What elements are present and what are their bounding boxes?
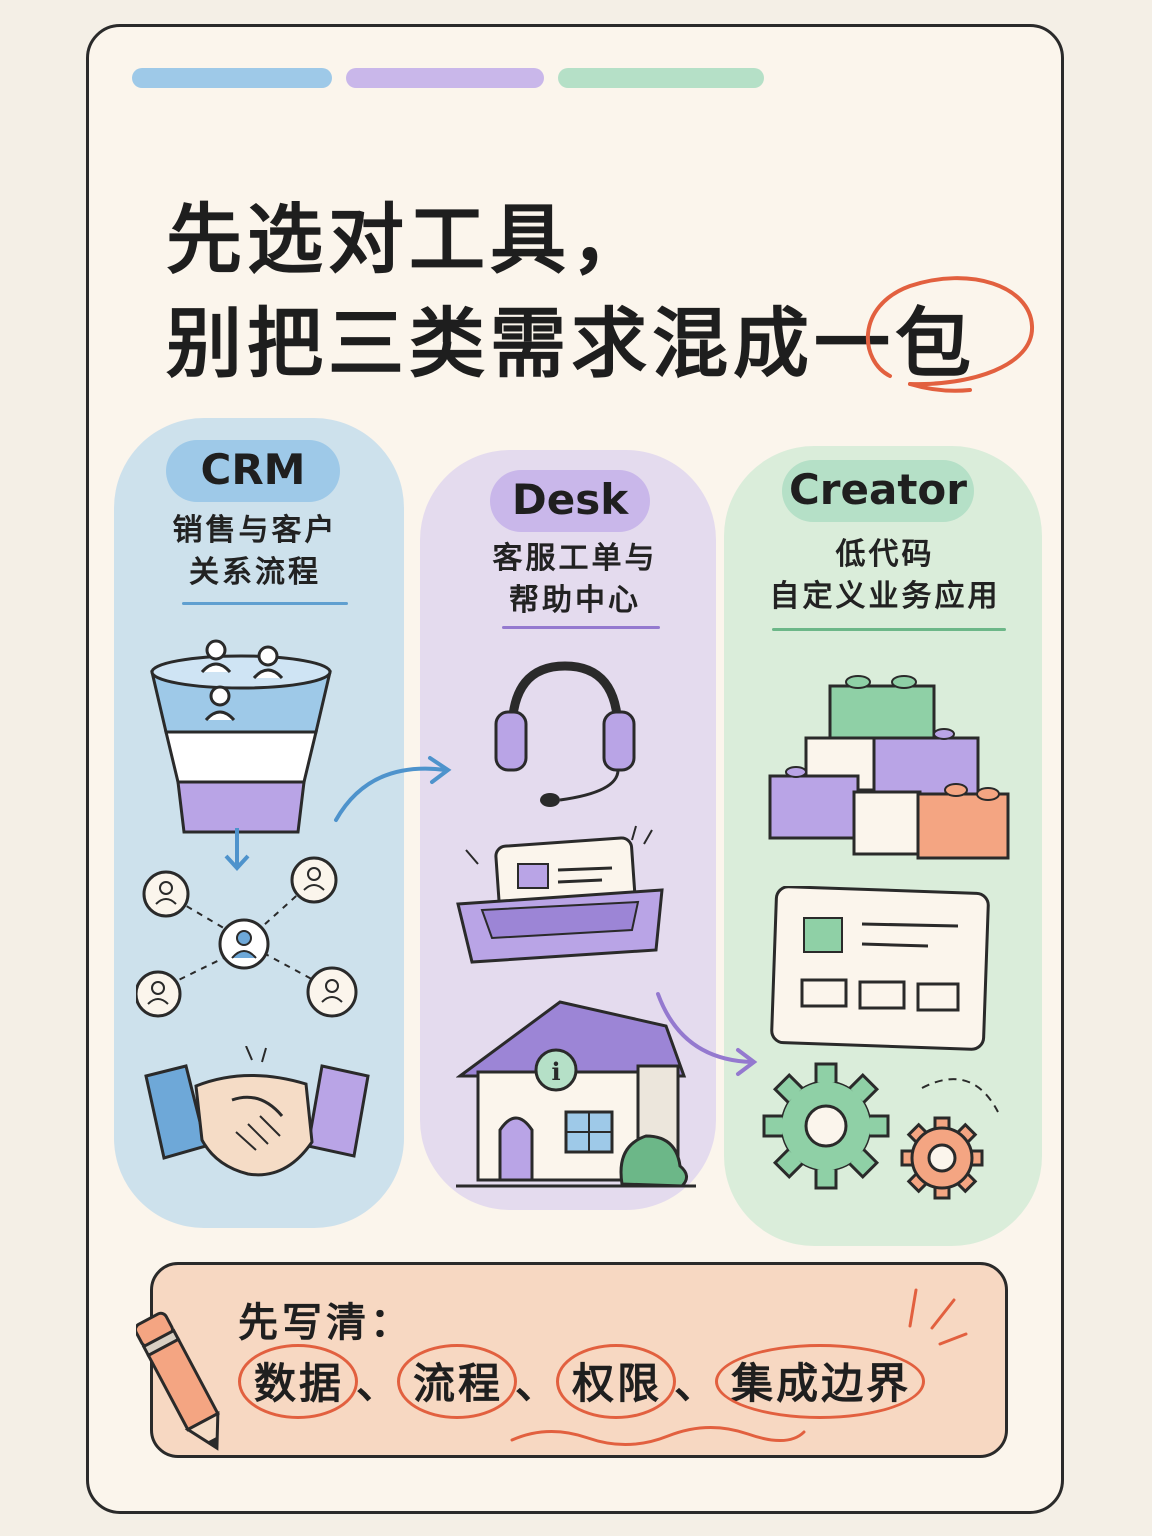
down-arrow-icon [224, 828, 250, 871]
people-network-icon [136, 856, 358, 1018]
crm-tag: CRM [166, 440, 340, 502]
creator-desc-line-1: 低代码 [835, 537, 935, 572]
desk-description: 客服工单与 帮助中心 [470, 538, 680, 622]
note-label: 先写清： [238, 1300, 414, 1346]
title-line-2: 别把三类需求混成一包 [166, 299, 976, 388]
desk-tag: Desk [490, 470, 650, 532]
desk-desc-line-2: 帮助中心 [509, 583, 641, 618]
color-bars [132, 68, 764, 88]
highlight-circle-icon [865, 276, 1035, 393]
pencil-icon [136, 1311, 220, 1451]
creator-underline [772, 628, 1006, 631]
crm-desc-line-2: 关系流程 [189, 555, 321, 590]
headset-icon [494, 661, 636, 807]
funnel-icon [150, 639, 332, 834]
arrow-right-icon [334, 756, 452, 822]
note-separator: 、 [674, 1359, 720, 1408]
note-item-integration: 集成边界 [715, 1344, 926, 1419]
note-item-process: 流程 [397, 1344, 518, 1419]
creator-tag: Creator [782, 460, 974, 522]
note-separator: 、 [515, 1359, 561, 1408]
ticket-inbox-icon [456, 825, 664, 964]
form-app-icon [770, 886, 990, 1051]
note-separator: 、 [356, 1359, 402, 1408]
squiggle-underline-icon [510, 1426, 806, 1446]
crm-underline [182, 602, 348, 605]
handshake-icon [144, 1046, 370, 1177]
crm-description: 销售与客户 关系流程 [150, 510, 360, 594]
note-item-data: 数据 [237, 1344, 359, 1419]
building-blocks-icon [768, 675, 1010, 860]
arrow-curve-icon [656, 992, 758, 1076]
gears-icon [762, 1062, 999, 1200]
desk-desc-line-1: 客服工单与 [492, 541, 658, 576]
desk-underline [502, 626, 660, 629]
help-center-house-icon: i [456, 1000, 696, 1188]
creator-desc-line-2: 自定义业务应用 [769, 579, 1001, 614]
blue-bar [132, 68, 332, 88]
emphasis-lines-icon [908, 1288, 968, 1346]
creator-description: 低代码 自定义业务应用 [760, 534, 1010, 618]
purple-bar [346, 68, 544, 88]
note-items: 数据 、 流程 、 权限 、 集成边界 [237, 1344, 926, 1419]
title-line-1: 先选对工具， [166, 195, 652, 284]
green-bar [558, 68, 764, 88]
svg-text:i: i [551, 1057, 560, 1086]
crm-desc-line-1: 销售与客户 [172, 513, 338, 548]
note-item-permission: 权限 [556, 1344, 677, 1419]
